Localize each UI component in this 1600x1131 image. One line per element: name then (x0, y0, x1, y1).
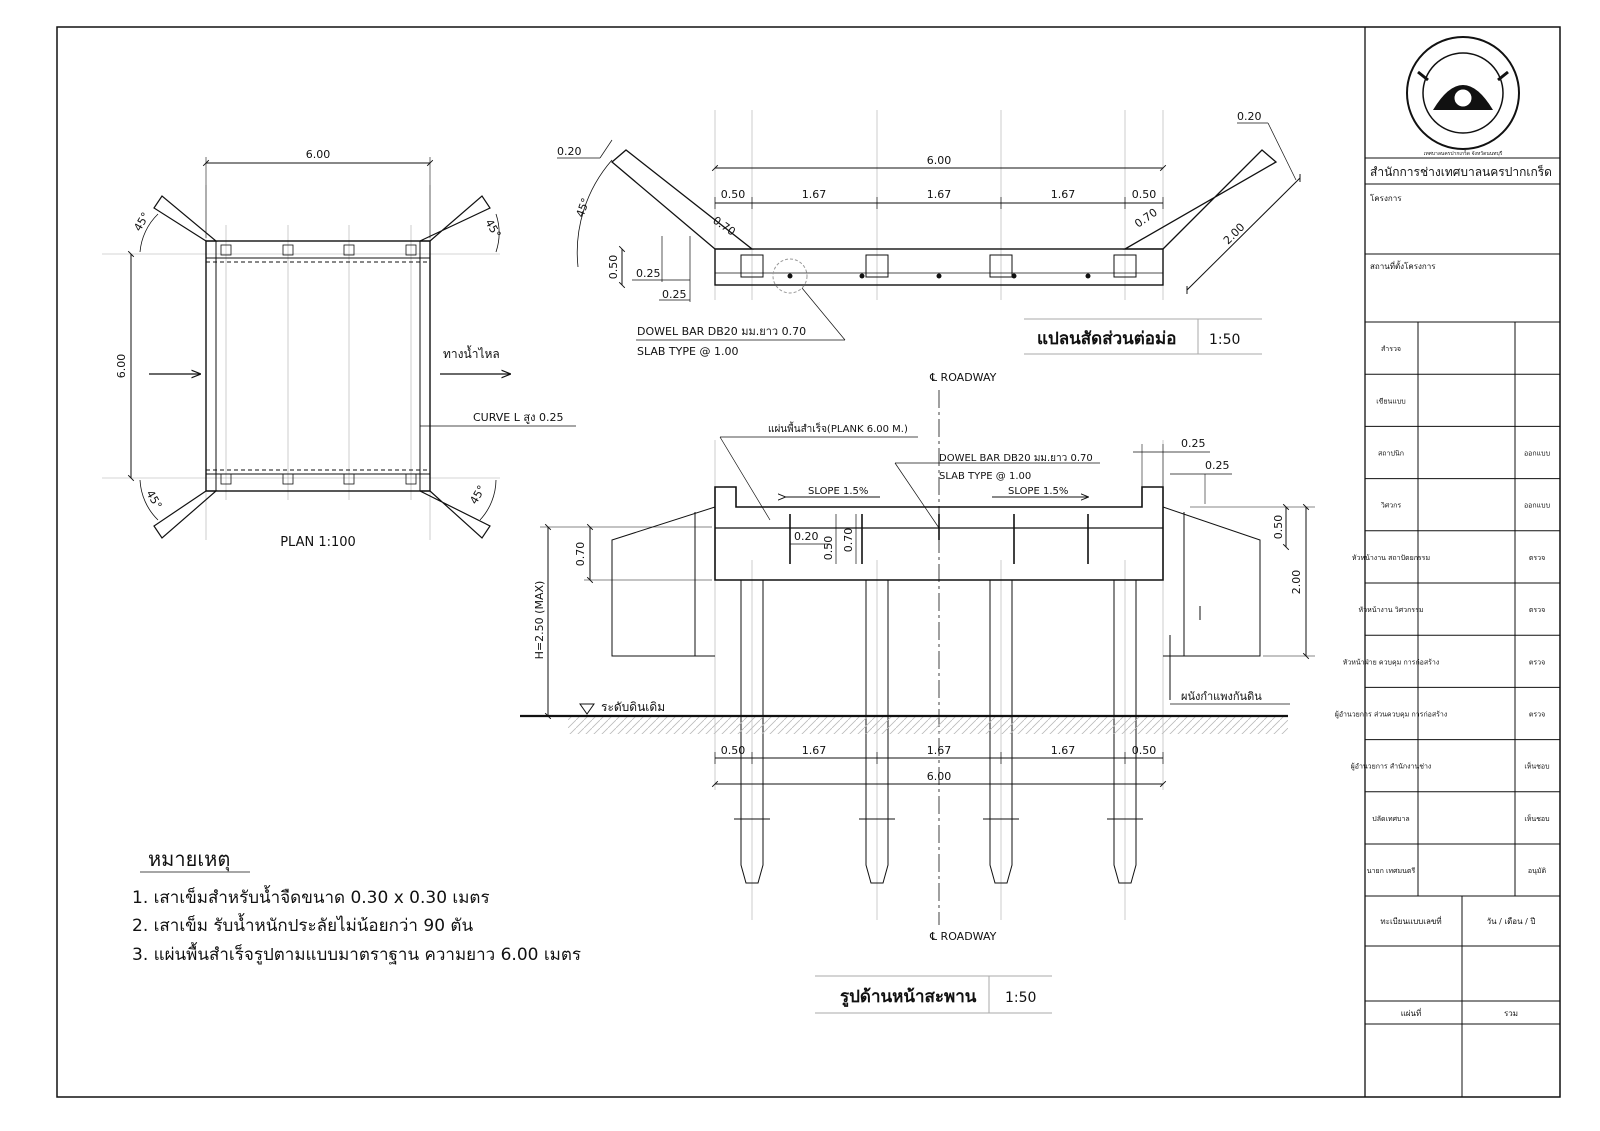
abutment-plan-title: แปลนสัดส่วนต่อม่อ (1037, 329, 1176, 349)
elevation-dowel-note: DOWEL BAR DB20 มม.ยาว 0.70 (939, 453, 1093, 464)
plan-caption: PLAN 1:100 (280, 535, 356, 550)
elev-dim-5: 0.50 (1132, 744, 1157, 757)
dowel-bar-note: DOWEL BAR DB20 มม.ยาว 0.70 (637, 325, 806, 338)
date-label: วัน / เดือน / ปี (1487, 917, 1536, 926)
title-block-action: เห็นชอบ (1524, 762, 1549, 771)
elevation-dim-025a: 0.25 (1181, 437, 1206, 450)
title-block-action: ตรวจ (1529, 606, 1545, 614)
elev-dim-3: 1.67 (927, 744, 952, 757)
title-block-role: สถาปนิก (1378, 450, 1404, 458)
register-label: ทะเบียนแบบเลขที่ (1380, 915, 1441, 926)
municipal-seal-icon: เทศบาลนครปากเกร็ด จังหวัดนนทบุรี (1406, 36, 1520, 157)
title-block-role: วิศวกร (1381, 502, 1402, 510)
abutment-dim-3: 1.67 (927, 188, 952, 201)
plan-view: 45° 45° 45° 45° 6.00 6.00 ทางน้ำไหล CURV… (102, 148, 576, 550)
slab-type-note: SLAB TYPE @ 1.00 (637, 345, 738, 358)
title-block-action: เห็นชอบ (1524, 814, 1549, 823)
elevation-dim-200: 2.00 (1290, 570, 1303, 595)
plan-angle-br: 45° (467, 483, 488, 506)
plan-dim-left: 6.00 (115, 354, 128, 379)
title-block-role: ปลัดเทศบาล (1372, 815, 1409, 823)
plan-angle-tr: 45° (482, 217, 503, 240)
wing-angle: 45° (574, 196, 593, 219)
abutment-plan-view: 6.00 0.50 1.67 1.67 1.67 0.50 0.20 0.20 … (557, 110, 1301, 358)
elevation-dim-070-left: 0.70 (574, 542, 587, 567)
retaining-wall-label: ผนังกำแพงกันดิน (1181, 690, 1262, 703)
plank-label: แผ่นพื้นสำเร็จ(PLANK 6.00 M.) (768, 421, 908, 435)
title-block-role: นายก เทศมนตรี (1367, 867, 1416, 875)
title-block-action: ตรวจ (1529, 711, 1545, 719)
wing-dim-070-right: 0.70 (1132, 206, 1160, 231)
elev-dim-4: 1.67 (1051, 744, 1076, 757)
title-block-role: สำรวจ (1381, 345, 1401, 353)
elev-dim-2: 1.67 (802, 744, 827, 757)
ground-level-label: ระดับดินเดิม (601, 700, 665, 714)
title-block-action: ตรวจ (1529, 554, 1545, 562)
abutment-dim-050: 0.50 (607, 255, 620, 280)
abutment-dim-total: 6.00 (927, 154, 952, 167)
title-block-action: อนุมัติ (1528, 867, 1547, 875)
elevation-slab-note: SLAB TYPE @ 1.00 (939, 471, 1031, 482)
notes-section: หมายเหตุ 1. เสาเข็มสำหรับน้ำจืดขนาด 0.30… (132, 847, 581, 965)
title-block-role: ผู้อำนวยการ สำนักงานช่าง (1351, 763, 1432, 771)
wing-dim-020-right: 0.20 (1237, 110, 1262, 123)
abutment-dim-1: 0.50 (721, 188, 746, 201)
elevation-dim-025b: 0.25 (1205, 459, 1230, 472)
title-block-role: ผู้อำนวยการ ส่วนควบคุม การก่อสร้าง (1335, 711, 1448, 719)
elevation-title: รูปด้านหน้าสะพาน (840, 987, 977, 1008)
slope-left: SLOPE 1.5% (808, 486, 868, 497)
note-item-1: 1. เสาเข็มสำหรับน้ำจืดขนาด 0.30 x 0.30 เ… (132, 885, 490, 908)
title-block-role: หัวหน้าฝ่าย ควบคุม การก่อสร้าง (1343, 658, 1440, 666)
centerline-bottom: ℄ ROADWAY (929, 930, 997, 943)
sheet-border (56, 26, 1561, 1098)
project-label: โครงการ (1370, 193, 1402, 203)
note-item-3: 3. แผ่นพื้นสำเร็จรูปตามแบบมาตราฐาน ความย… (132, 942, 581, 965)
elev-dim-total: 6.00 (927, 770, 952, 783)
plan-angle-bl: 45° (143, 488, 164, 511)
elevation-dim-050-right: 0.50 (1272, 515, 1285, 540)
wing-dim-020-left: 0.20 (557, 145, 582, 158)
seal-text: เทศบาลนครปากเกร็ด จังหวัดนนทบุรี (1424, 149, 1503, 157)
sheet-label: แผ่นที่ (1401, 1007, 1422, 1018)
elev-dim-1: 0.50 (721, 744, 746, 757)
height-max-label: H=2.50 (MAX) (533, 581, 546, 660)
plan-angle-tl: 45° (131, 210, 152, 233)
centerline-top: ℄ ROADWAY (929, 371, 997, 384)
title-block-role: หัวหน้างาน สถาปัตยกรรม (1352, 554, 1430, 562)
office-name: สำนักการช่างเทศบาลนครปากเกร็ด (1370, 164, 1552, 179)
abutment-dim-2: 1.67 (802, 188, 827, 201)
title-block-action: ออกแบบ (1524, 502, 1550, 510)
front-elevation-view: SLOPE 1.5% SLOPE 1.5% ระดับดินเดิม H=2.5… (520, 371, 1315, 1014)
total-label: รวม (1504, 1009, 1518, 1018)
abutment-plan-scale: 1:50 (1209, 332, 1240, 348)
elevation-dim-050-inner: 0.50 (822, 536, 835, 561)
curb-label: CURVE L สูง 0.25 (473, 411, 563, 424)
site-label: สถานที่ตั้งโครงการ (1370, 260, 1436, 271)
elevation-dim-020: 0.20 (794, 530, 819, 543)
title-block-role: เขียนแบบ (1376, 397, 1405, 405)
abutment-dim-025b: 0.25 (662, 288, 687, 301)
abutment-dim-5: 0.50 (1132, 188, 1157, 201)
elevation-scale: 1:50 (1005, 990, 1036, 1006)
note-item-2: 2. เสาเข็ม รับน้ำหนักประลัยไม่น้อยกว่า 9… (132, 913, 473, 936)
title-block-role: หัวหน้างาน วิศวกรรม (1359, 606, 1424, 614)
flow-direction-label: ทางน้ำไหล (443, 345, 500, 361)
title-block-action: ตรวจ (1529, 658, 1545, 666)
notes-heading: หมายเหตุ (148, 847, 230, 872)
slope-right: SLOPE 1.5% (1008, 486, 1068, 497)
abutment-dim-4: 1.67 (1051, 188, 1076, 201)
abutment-dim-025a: 0.25 (636, 267, 661, 280)
title-block-action: ออกแบบ (1524, 450, 1550, 458)
elevation-dim-070-inner: 0.70 (842, 528, 855, 553)
title-block: เทศบาลนครปากเกร็ด จังหวัดนนทบุรี สำนักกา… (1335, 27, 1560, 1097)
plan-dim-top: 6.00 (306, 148, 331, 161)
